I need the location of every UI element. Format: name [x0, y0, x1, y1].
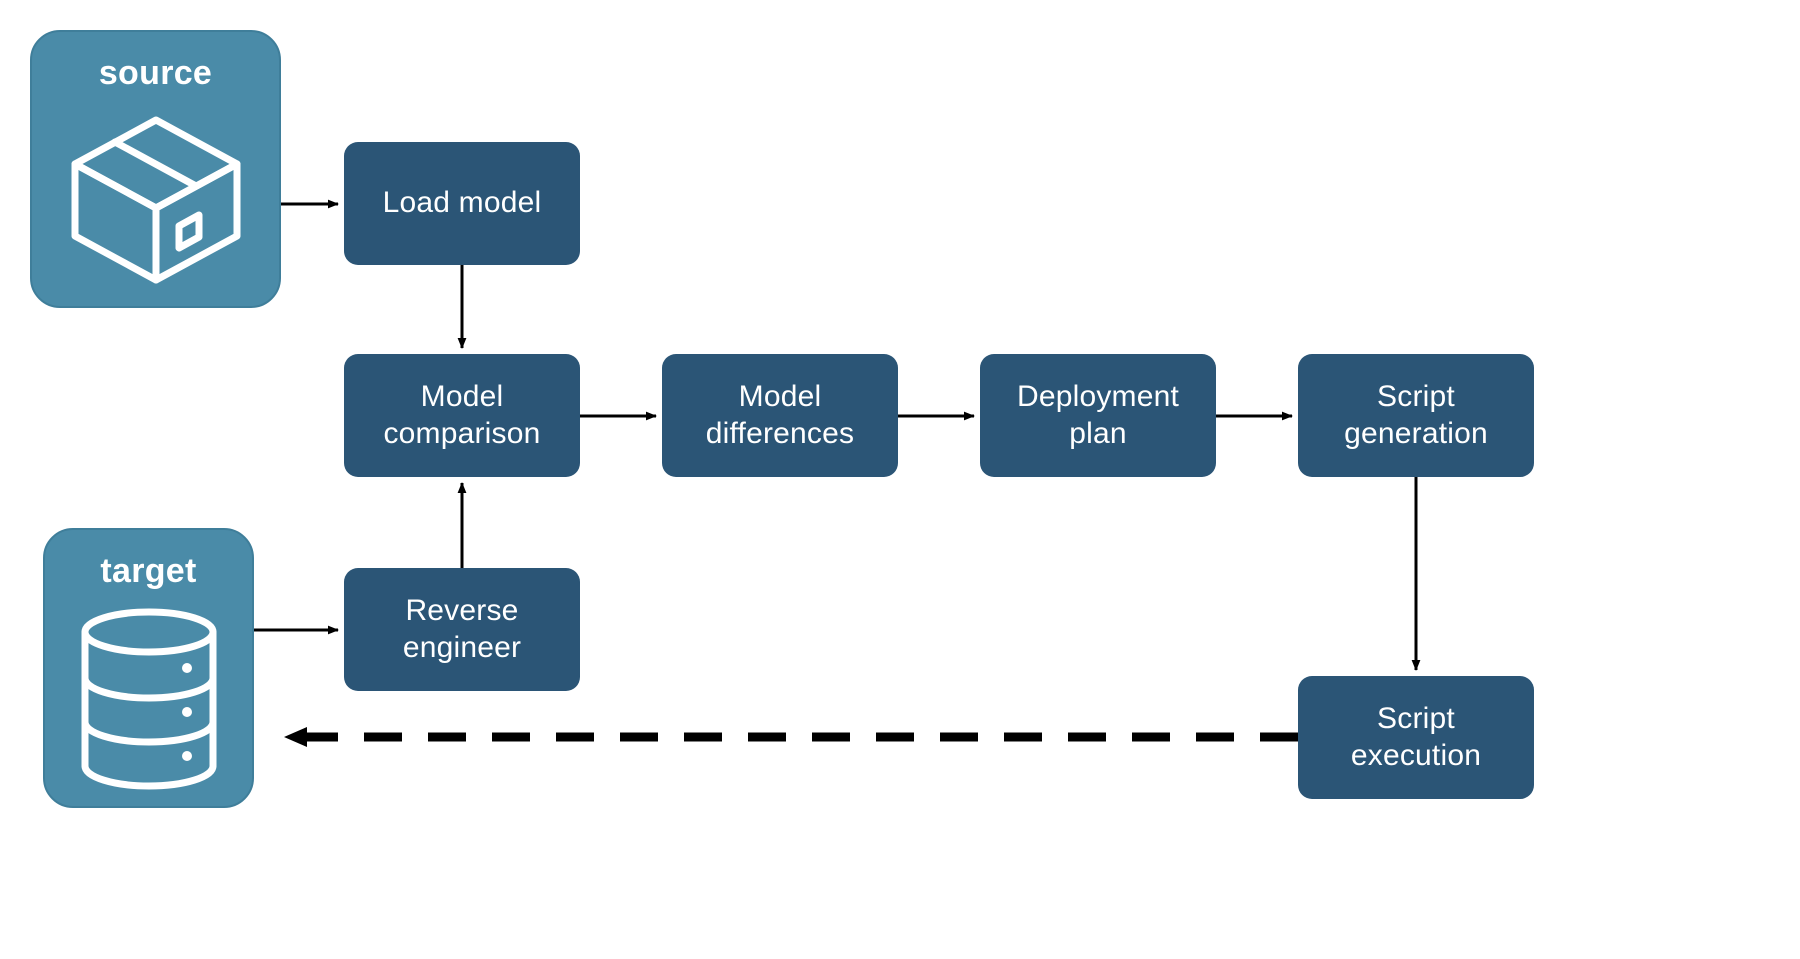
process-deployment-plan[interactable]: Deployment plan: [980, 354, 1216, 477]
process-script-execution[interactable]: Script execution: [1298, 676, 1534, 799]
process-model-comparison[interactable]: Model comparison: [344, 354, 580, 477]
process-model-differences[interactable]: Model differences: [662, 354, 898, 477]
package-box-icon: [32, 93, 279, 306]
endpoint-target-label: target: [100, 552, 197, 590]
process-load-model[interactable]: Load model: [344, 142, 580, 265]
endpoint-source[interactable]: source: [30, 30, 281, 308]
process-deployment-plan-label: Deployment plan: [1016, 379, 1180, 450]
endpoint-target[interactable]: target: [43, 528, 254, 808]
process-script-execution-label: Script execution: [1350, 701, 1482, 772]
process-model-differences-label: Model differences: [705, 379, 855, 450]
process-script-generation-label: Script generation: [1344, 379, 1488, 450]
process-script-generation[interactable]: Script generation: [1298, 354, 1534, 477]
database-cylinder-icon: [45, 591, 252, 806]
endpoint-source-label: source: [98, 54, 213, 92]
process-load-model-label: Load model: [382, 186, 542, 220]
process-reverse-engineer-label: Reverse engineer: [402, 593, 522, 664]
process-reverse-engineer[interactable]: Reverse engineer: [344, 568, 580, 691]
process-model-comparison-label: Model comparison: [383, 379, 541, 450]
